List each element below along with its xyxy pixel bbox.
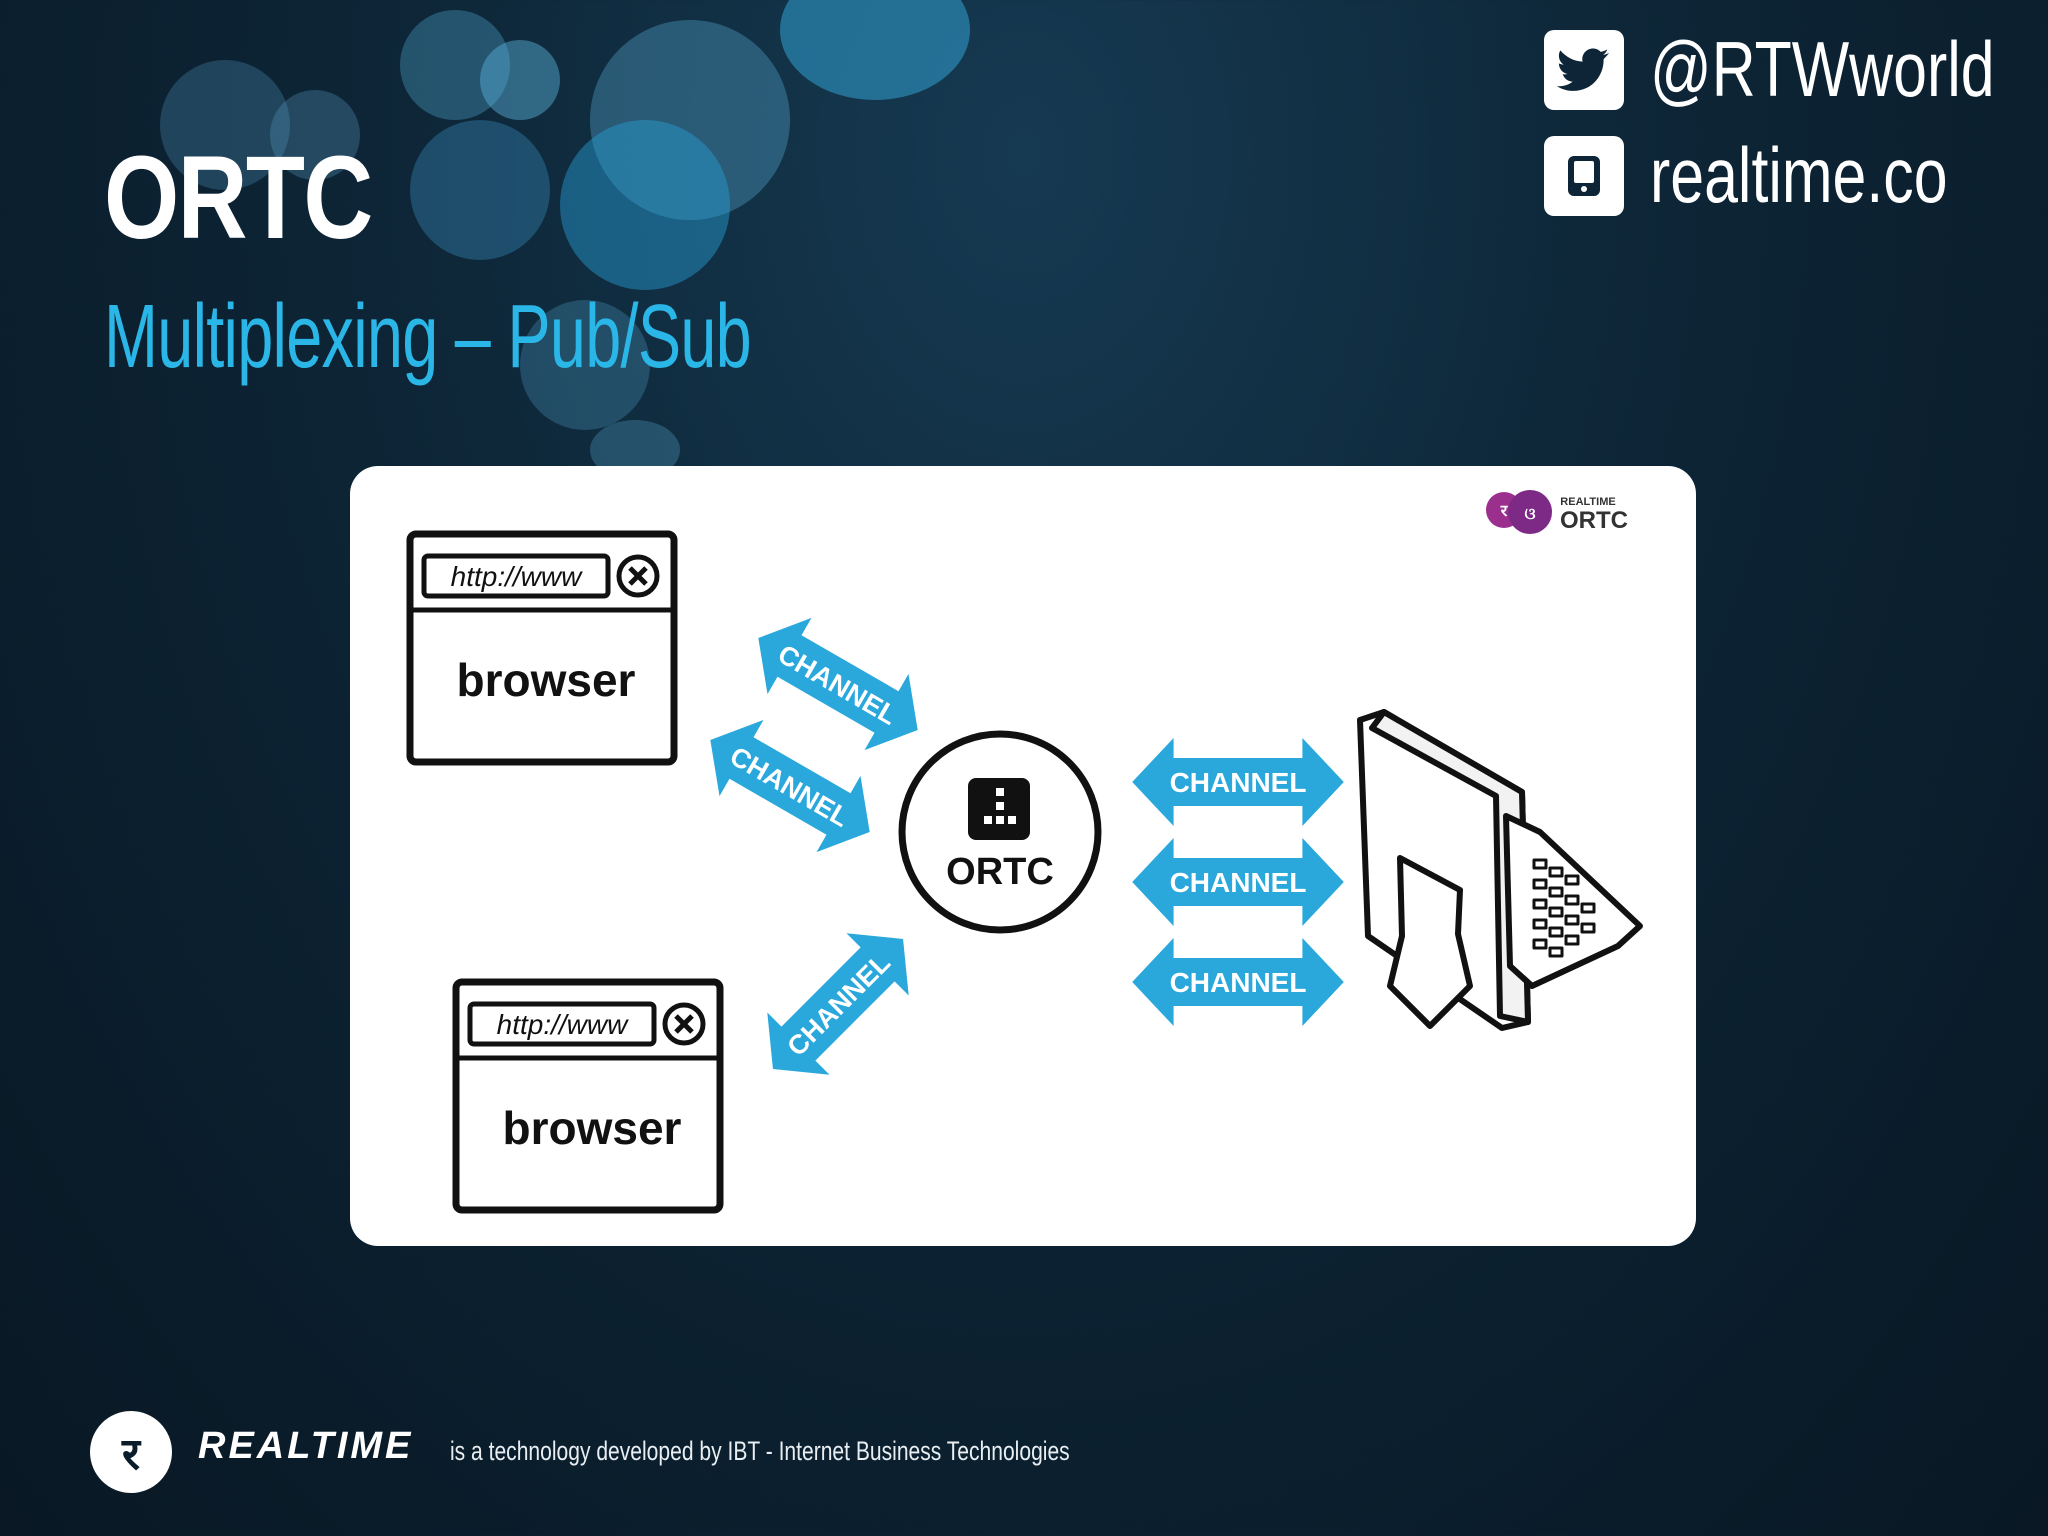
website-url: realtime.co	[1650, 131, 1948, 219]
svg-text:ଓ: ଓ	[1524, 506, 1535, 523]
channel-arrow: CHANNEL	[741, 907, 935, 1101]
footer-text: is a technology developed by IBT - Inter…	[450, 1436, 1070, 1466]
channel-arrow: CHANNEL	[688, 701, 892, 871]
realtime-ortc-logo: र ଓ REALTIME ORTC	[1486, 490, 1628, 534]
twitter-handle: @RTWworld	[1650, 25, 1995, 113]
browser-url: http://www	[451, 561, 583, 592]
browser-label: browser	[503, 1102, 682, 1154]
channel-label: CHANNEL	[1170, 767, 1307, 798]
hub-label: ORTC	[946, 851, 1054, 893]
browser-window-1: http://www browser	[406, 530, 678, 766]
bokeh-light	[590, 20, 790, 220]
logo-small-text: REALTIME	[1560, 496, 1615, 508]
channel-arrow: CHANNEL	[1132, 738, 1344, 826]
ortc-hub: ORTC	[898, 730, 1102, 934]
bokeh-light	[400, 10, 510, 120]
bokeh-light	[410, 120, 550, 260]
channel-arrow: CHANNEL	[1132, 838, 1344, 926]
channel-label: CHANNEL	[1170, 967, 1307, 998]
footer-brand: REALTIME	[198, 1425, 414, 1467]
desktop-computer-icon	[1357, 709, 1643, 1031]
channel-arrow: CHANNEL	[1132, 938, 1344, 1026]
browser-label: browser	[457, 654, 636, 706]
browser-window-2: http://www browser	[452, 978, 724, 1214]
slide-title: ORTC	[104, 132, 373, 264]
browser-url: http://www	[497, 1009, 629, 1040]
twitter-link[interactable]: @RTWworld	[1544, 24, 2048, 115]
bokeh-light	[780, 0, 970, 100]
slide-subtitle: Multiplexing – Pub/Sub	[104, 287, 752, 387]
realtime-logo-icon: र	[90, 1411, 172, 1493]
bokeh-light	[560, 120, 730, 290]
bokeh-light	[480, 40, 560, 120]
channel-arrow: CHANNEL	[736, 599, 940, 769]
channel-label: CHANNEL	[781, 947, 896, 1062]
tablet-icon	[1544, 135, 1624, 216]
logo-big-text: ORTC	[1560, 507, 1628, 534]
pubsub-diagram: र ଓ REALTIME ORTC http://www browser htt…	[406, 490, 1643, 1214]
website-link[interactable]: realtime.co	[1544, 130, 2031, 221]
channel-label: CHANNEL	[1170, 867, 1307, 898]
diagram-card: र ଓ REALTIME ORTC http://www browser htt…	[350, 466, 1696, 1246]
twitter-bird-icon	[1544, 29, 1624, 110]
svg-text:र: र	[1500, 503, 1509, 520]
